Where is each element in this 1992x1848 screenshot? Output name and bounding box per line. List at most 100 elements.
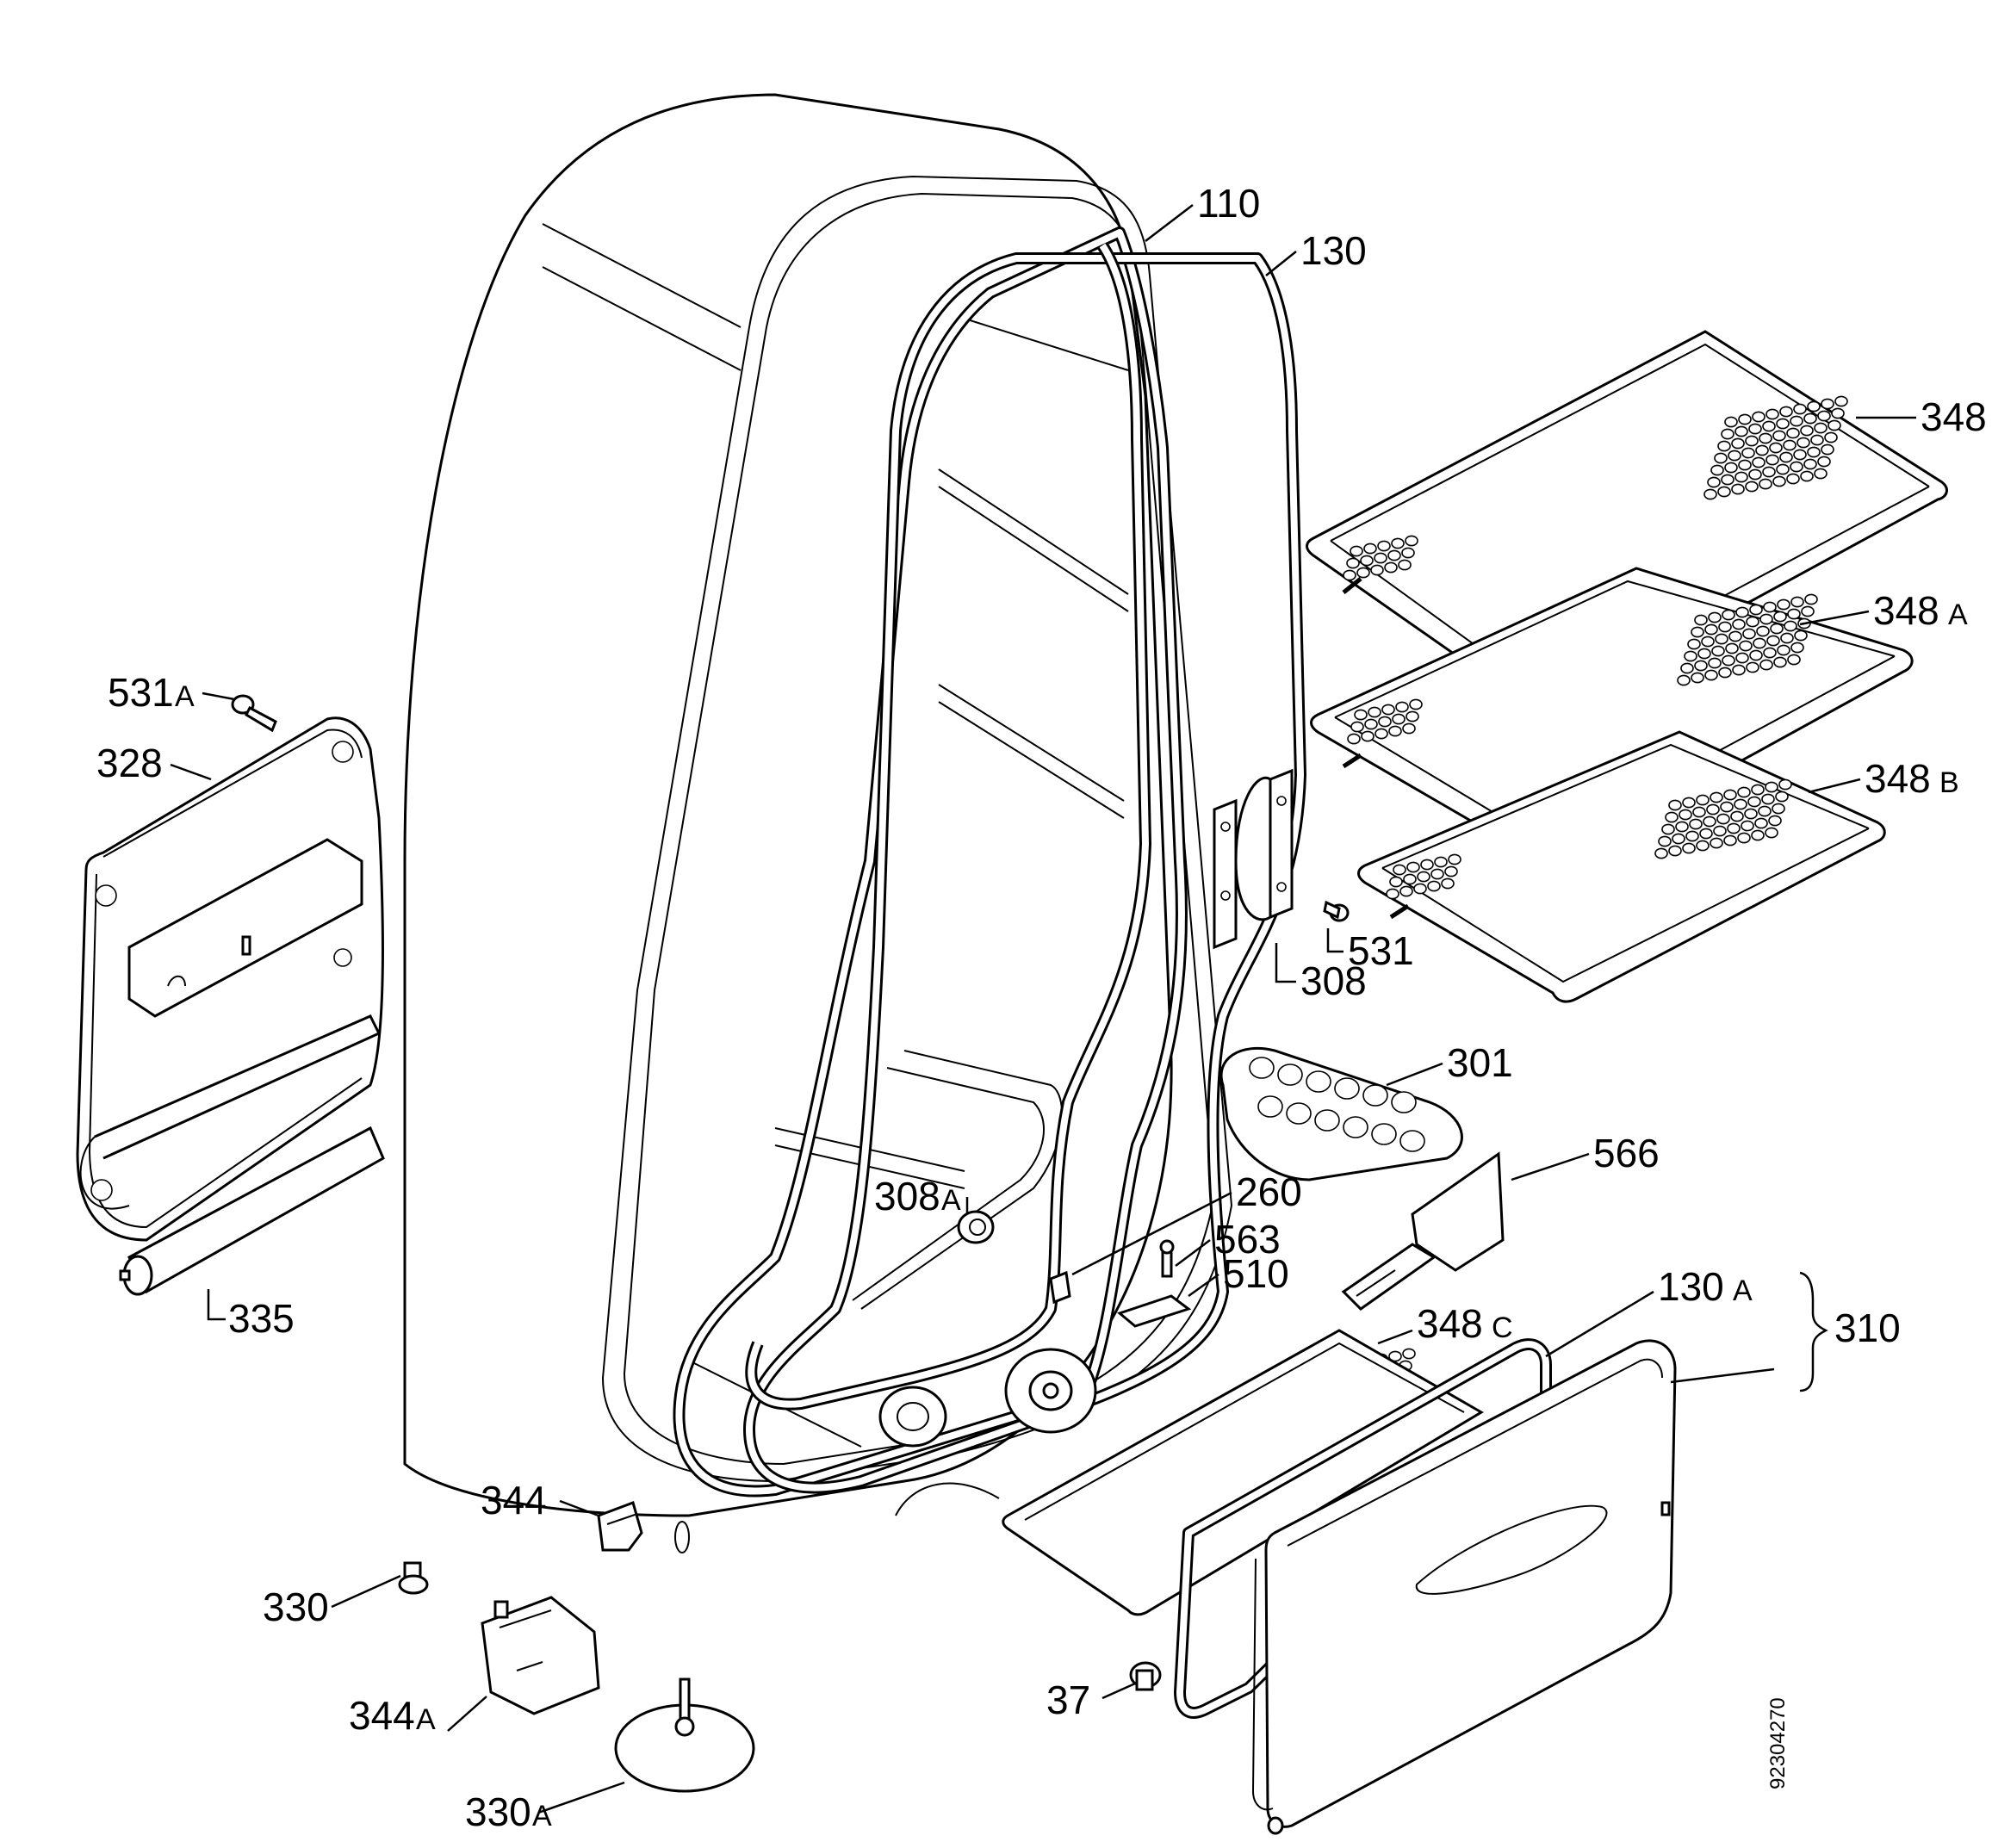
callout-348b: 348 [1865,756,1931,801]
shelf-hole [1692,806,1706,818]
callout-308: 308 [1300,958,1367,1003]
shelf-hole [1723,834,1737,846]
shelf-hole [1448,853,1461,865]
shelf-hole [1734,471,1748,483]
deflector-510 [1116,1294,1192,1328]
shelf-hole [1677,674,1691,686]
shelf-hole [1765,454,1779,466]
side-panel-328 [76,716,384,1242]
shelf-hole [1675,821,1689,833]
callout-308a: 308 [874,1174,940,1219]
shelf-hole [1717,486,1731,498]
shelf-hole [1727,822,1741,834]
shelf-hole [1725,642,1739,654]
callout-260: 260 [1236,1169,1302,1214]
shelf-hole [1779,406,1793,418]
shelf-hole [1772,430,1786,442]
shelf-hole [1773,611,1787,623]
shelf-hole [1391,537,1405,549]
egg-tray-301 [1219,1046,1463,1181]
shelf-hole [1710,837,1723,849]
shelf-hole [1787,654,1801,666]
callout-130a: 130 [1658,1264,1724,1309]
shelf-hole [1406,710,1419,722]
shelf-hole [1427,880,1441,892]
egg-cup [1249,1057,1275,1079]
screw-531a [231,694,277,733]
shelf-hole [1748,468,1762,481]
shelf-hole [1734,798,1747,810]
shelf-hole [1758,805,1772,817]
shelf-hole [1713,825,1727,837]
shelf-hole [1804,593,1818,605]
shelf-hole [1749,649,1763,661]
shelf-hole [1793,403,1807,415]
shelf-hole [1741,820,1754,832]
shelf-hole [1689,818,1703,830]
callout-328: 328 [96,741,163,785]
shelf-hole [1731,483,1745,495]
callout-330a: 330 [465,1789,531,1834]
egg-cup [1343,1116,1368,1138]
callout-348c: 348 [1417,1301,1483,1346]
shelf-hole [1777,644,1790,656]
shelf-hole [1350,721,1364,733]
shelf-hole [1728,450,1741,462]
shelf-hole [1765,781,1778,793]
shelf-hole [1711,645,1725,657]
shelf-hole [1389,876,1403,888]
callout-348b-suffix: B [1939,766,1959,799]
shelf-hole [1731,437,1745,450]
shelf-hole [1807,446,1821,458]
shelf-hole [1679,809,1692,821]
shelf-hole [1343,569,1356,581]
shelf-hole [1350,545,1363,557]
shelf-hole [1706,803,1720,815]
shelf-hole [1745,481,1759,493]
shelf-hole [1413,883,1427,895]
shelf-hole [1395,701,1409,713]
shelf-hole [1707,476,1721,488]
shelf-hole [1721,474,1734,486]
shelf-hole [1817,456,1831,468]
shelf-hole [1724,416,1738,428]
shelf-hole [1697,648,1711,660]
shelf-hole [1710,464,1724,476]
shelf-hole [1672,833,1685,845]
shelf-hole [1378,716,1392,728]
shelf-hole [1722,609,1735,621]
shelf-hole [1696,794,1710,806]
callout-344a-suffix: A [416,1703,436,1736]
shelf-hole [1759,613,1773,625]
shelf-hole [1405,535,1418,547]
shelf-hole [1747,796,1761,808]
shelf-hole [1402,722,1416,735]
shelf-hole [1780,632,1794,644]
shelf-hole [1759,659,1773,671]
shelf-hole [1377,540,1391,552]
shelf-hole [1682,797,1696,809]
shelf-hole [1434,856,1448,868]
shelf-hole [1807,400,1821,412]
shelf-hole [1658,835,1672,847]
shelf-hole [1759,432,1772,444]
callout-301: 301 [1447,1040,1513,1085]
shelf-hole [1765,827,1778,839]
shelf-hole [1778,778,1792,791]
shelf-hole [1821,443,1834,456]
inner-liner-outline [745,242,1151,1411]
shelf-hole [1716,813,1730,825]
knob-308a [957,1210,995,1244]
shelf-hole [1738,459,1752,471]
shelf-hole [1730,810,1744,822]
shelf-hole [1742,628,1756,640]
egg-cup [1257,1095,1283,1118]
shelf-hole [1701,636,1715,648]
shelf-hole [1715,633,1728,645]
shelf-hole [1775,791,1789,803]
shelf-hole [1714,452,1728,464]
callout-308a-suffix: A [941,1184,961,1217]
shelf-hole [1354,709,1368,721]
shelf-hole [1417,871,1430,883]
shelf-hole [1665,811,1679,823]
